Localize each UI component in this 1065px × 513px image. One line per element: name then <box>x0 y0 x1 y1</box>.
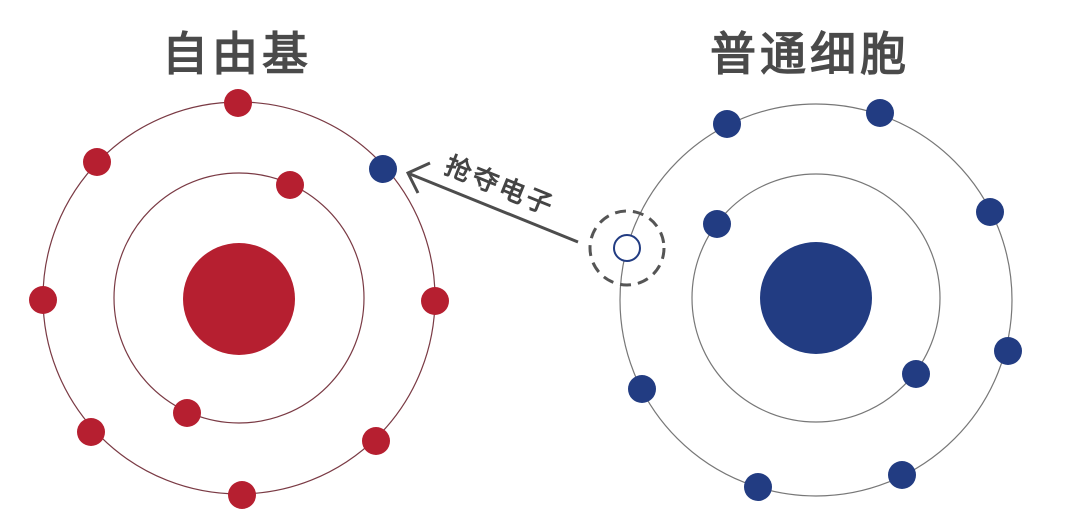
normal-cell-inner-orbit <box>691 173 941 423</box>
normal-cell-electron <box>628 375 656 403</box>
radical-electron <box>228 481 256 509</box>
radical-electron <box>224 89 252 117</box>
normal-cell-electron <box>888 461 916 489</box>
radical-electron <box>276 171 304 199</box>
normal-cell-electron <box>902 360 930 388</box>
radical-electron <box>29 286 57 314</box>
radical-electron <box>421 287 449 315</box>
radical-inner-orbit <box>113 172 365 424</box>
normal-cell-electron <box>703 210 731 238</box>
normal-cell-nucleus <box>760 242 872 354</box>
normal-cell-electron <box>976 198 1004 226</box>
normal-cell-electron <box>994 337 1022 365</box>
radical-electron <box>173 399 201 427</box>
radical-electrons <box>29 89 449 509</box>
normal-cell-title: 普通细胞 <box>710 27 910 81</box>
radical-nucleus <box>183 243 295 355</box>
normal-cell-electron <box>744 473 772 501</box>
normal-cell-electron <box>713 110 741 138</box>
arrow-icon <box>405 161 579 244</box>
normal-cell-atom <box>588 99 1022 501</box>
radical-electron <box>77 418 105 446</box>
normal-cell-electrons <box>628 99 1022 501</box>
radical-electron <box>83 148 111 176</box>
normal-cell-outer-orbit <box>619 103 1013 497</box>
missing-electron-dashed-ring <box>588 209 666 287</box>
radical-atom <box>29 89 449 509</box>
radical-title: 自由基 <box>162 27 312 81</box>
missing-electron-hole <box>613 234 641 262</box>
normal-cell-electron <box>866 99 894 127</box>
stolen-electron <box>369 155 397 183</box>
radical-electron <box>362 427 390 455</box>
